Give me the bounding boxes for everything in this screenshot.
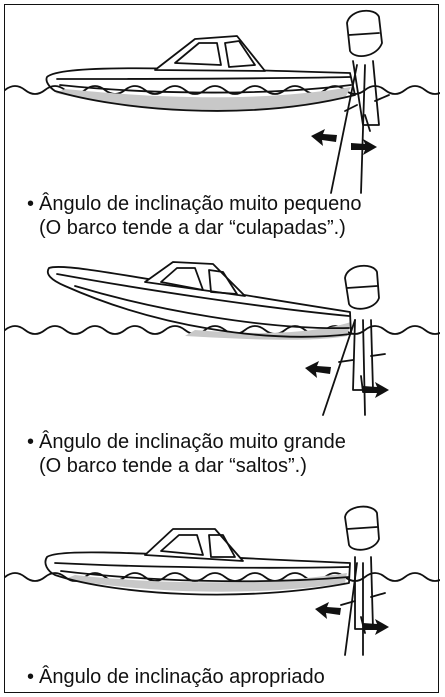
caption-trim-appropriate: •Ângulo de inclinação apropriado (27, 665, 325, 689)
outboard-leg (354, 556, 374, 630)
hull-submerged-shading (185, 322, 351, 340)
bullet: • (27, 431, 35, 453)
window (224, 40, 256, 68)
boat-illustration-bow-down (5, 9, 440, 194)
hull-side (54, 562, 350, 569)
motor-stripe (346, 526, 378, 530)
arrow-left-icon (315, 602, 341, 619)
boat-illustration-bow-up (5, 261, 440, 416)
caption-trim-too-small: •Ângulo de inclinação muito pequeno (O b… (27, 192, 361, 240)
panel-trim-too-small (5, 5, 440, 200)
thrust-angle-line (322, 319, 356, 416)
arrow-right-icon (363, 382, 389, 398)
thrust-reference-line (360, 64, 366, 194)
hull-submerged-shading (55, 87, 351, 111)
hull-chine (59, 84, 352, 94)
hull-side (56, 76, 351, 80)
panel-trim-too-large (5, 250, 440, 420)
thrust-reference-line (362, 319, 366, 416)
arrow-right-icon (351, 139, 377, 155)
windshield (160, 534, 204, 556)
hull (44, 551, 351, 596)
windshield (160, 267, 204, 291)
hull (46, 265, 352, 338)
arrow-right-icon (363, 619, 389, 635)
windshield (174, 42, 222, 66)
hull (45, 67, 356, 112)
motor-stripe (346, 285, 378, 289)
window (208, 534, 236, 558)
thrust-angle-line (344, 562, 358, 656)
arrow-left-icon (305, 361, 331, 378)
caption-line-1: •Ângulo de inclinação muito pequeno (27, 192, 361, 216)
hull-side (56, 273, 350, 317)
hull-submerged-shading (65, 573, 347, 592)
cabin (144, 528, 244, 562)
caption-text: Ângulo de inclinação apropriado (39, 666, 325, 688)
figure-frame: •Ângulo de inclinação muito pequeno (O b… (4, 4, 440, 693)
caption-text: Ângulo de inclinação muito pequeno (39, 193, 362, 215)
hull-chine (60, 570, 350, 583)
hull-chine (74, 285, 350, 330)
outboard-leg (352, 60, 380, 126)
caption-text: Ângulo de inclinação muito grande (39, 431, 346, 453)
panel-trim-appropriate (5, 505, 440, 675)
caption-line-2: (O barco tende a dar “culapadas”.) (39, 217, 346, 239)
motor-stripe (348, 32, 380, 36)
bullet: • (27, 666, 35, 688)
caption-line-1: •Ângulo de inclinação apropriado (27, 665, 325, 689)
caption-line-2: (O barco tende a dar “saltos”.) (39, 455, 307, 477)
cabin (154, 35, 266, 72)
window (208, 269, 238, 295)
boat-illustration-level (5, 505, 440, 656)
bullet: • (27, 193, 35, 215)
caption-trim-too-large: •Ângulo de inclinação muito grande (O ba… (27, 430, 346, 478)
arrow-left-icon (311, 129, 337, 146)
caption-line-1: •Ângulo de inclinação muito grande (27, 430, 346, 454)
thrust-angle-line (330, 64, 358, 194)
